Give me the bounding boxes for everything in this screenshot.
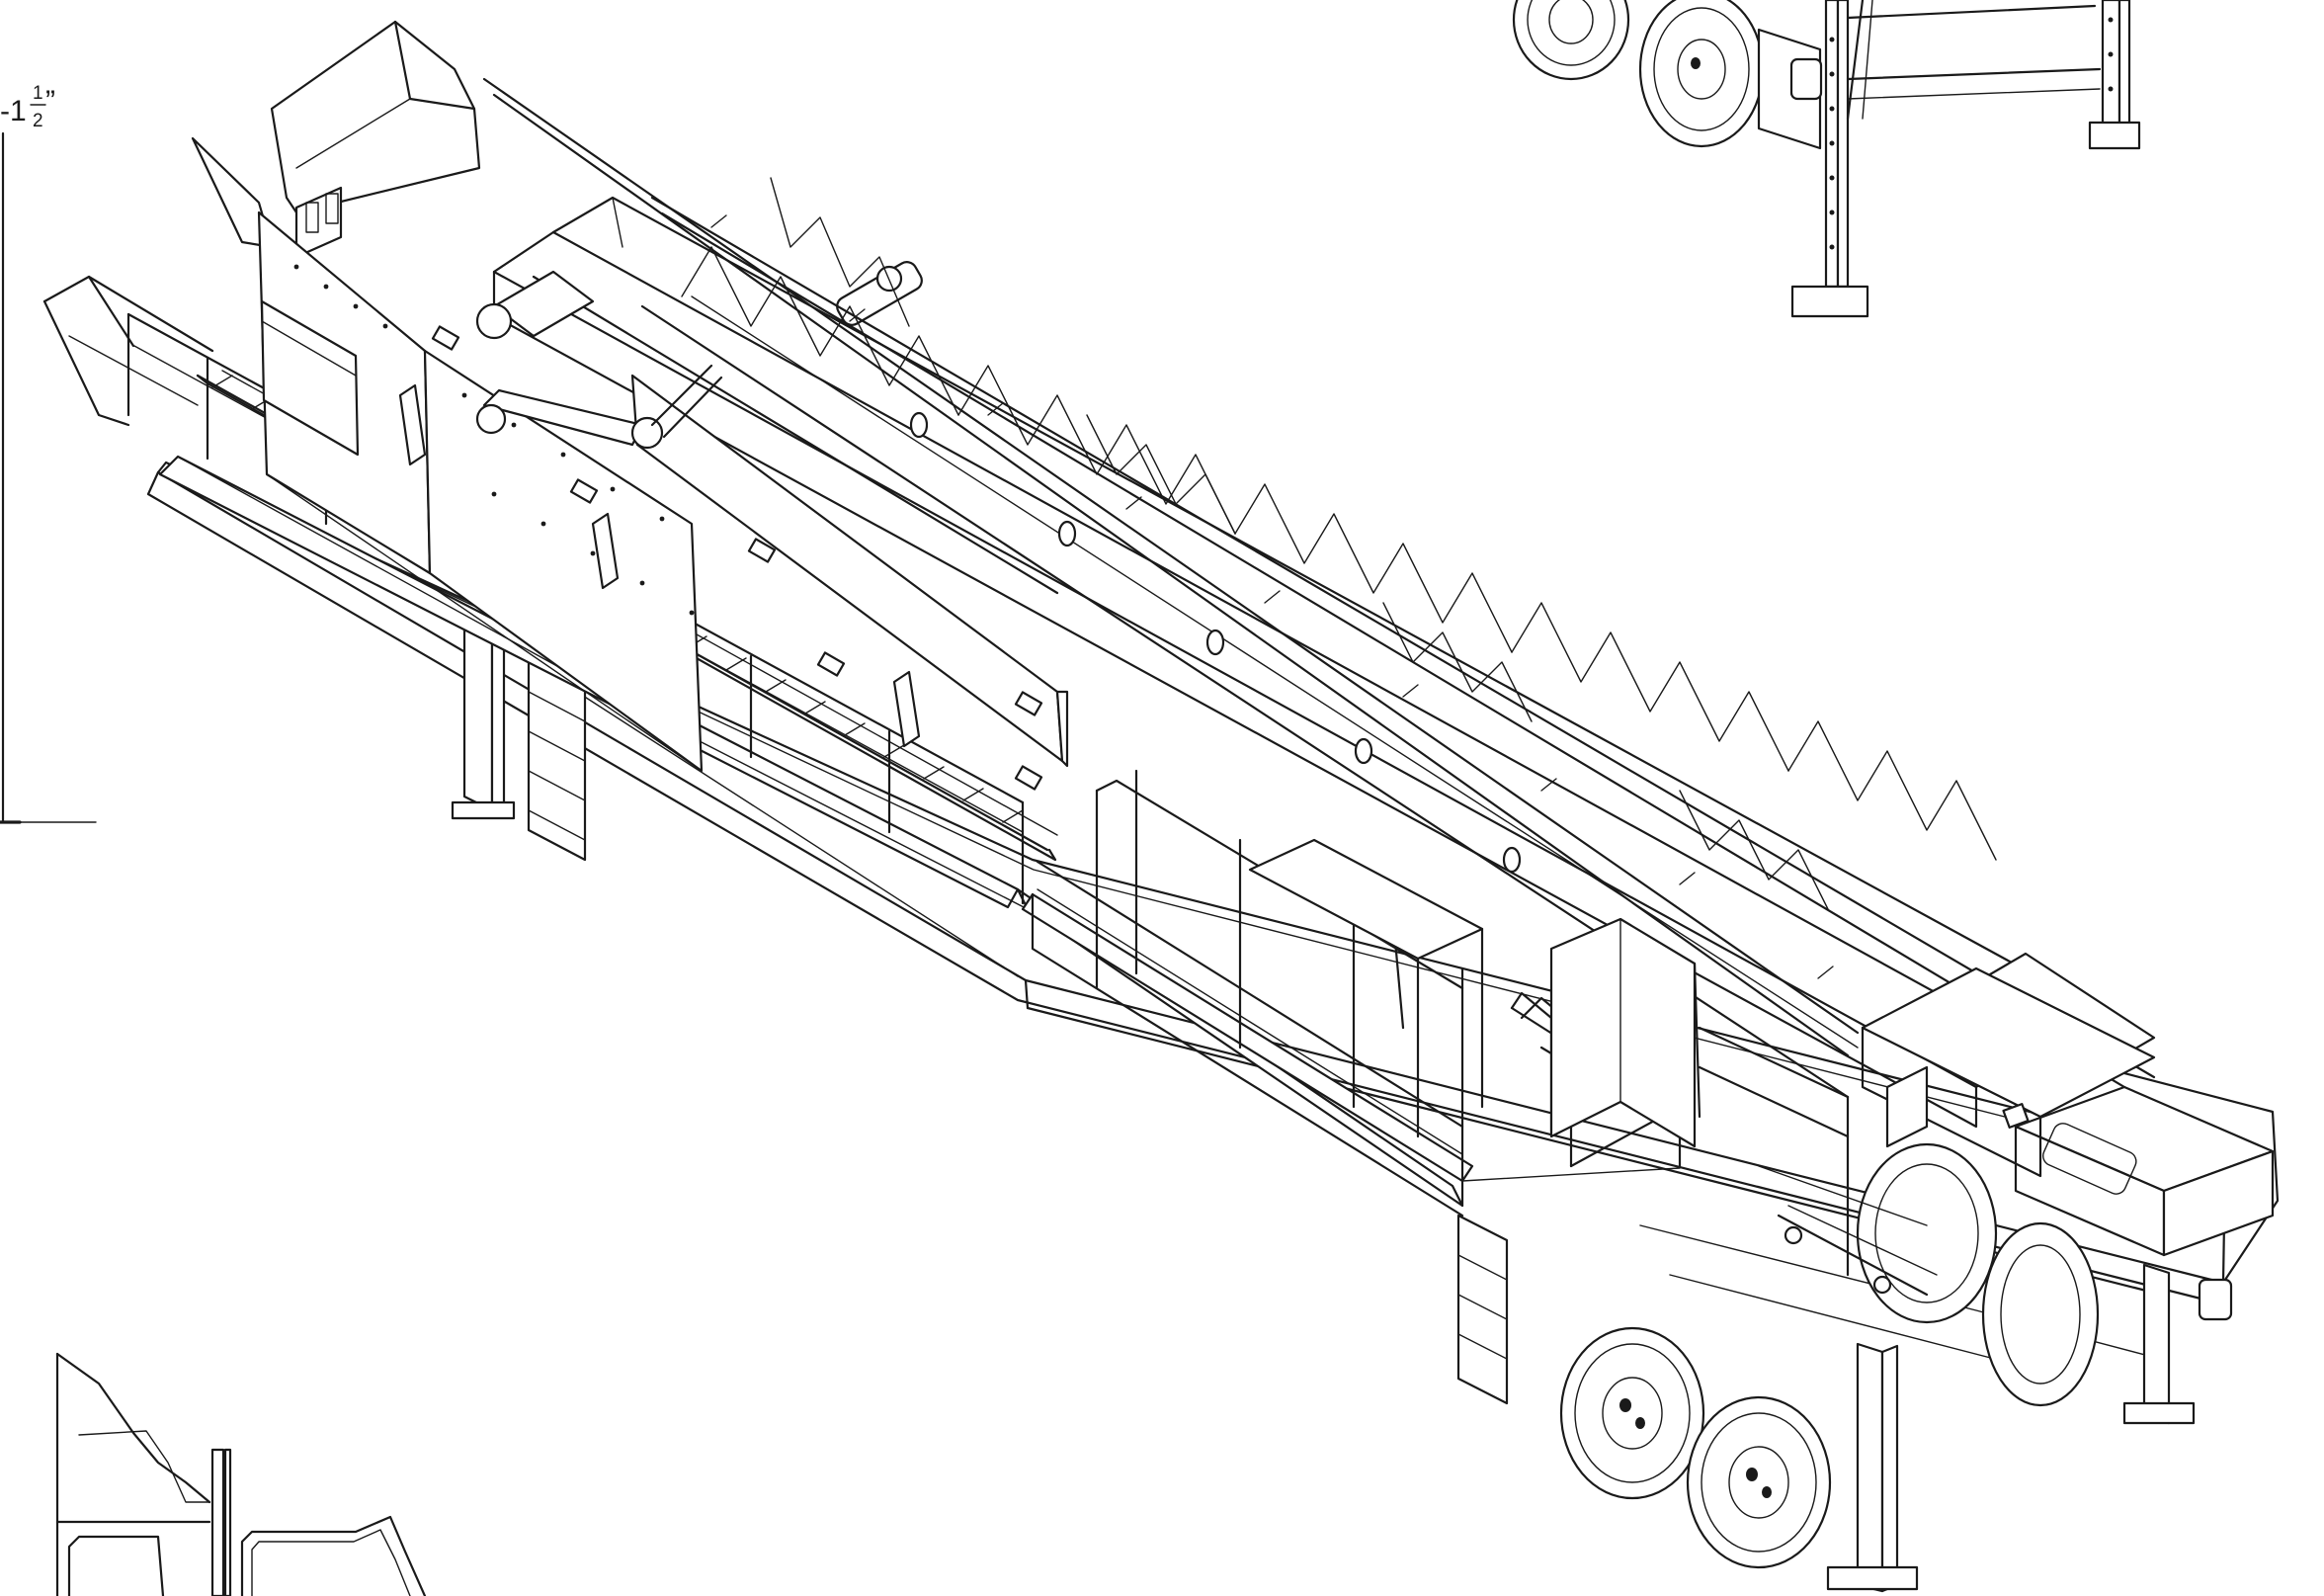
rear-frame-walls (1248, 838, 1938, 1297)
truck-cab (55, 1352, 427, 1596)
dimension-denominator: 2 (33, 111, 43, 131)
conveyor-truss (482, 77, 2156, 1101)
dimension-prefix: -1 (0, 95, 27, 127)
feed-hopper (191, 20, 704, 773)
front-support-legs (451, 611, 1509, 1405)
hydraulic-cylinder (475, 261, 923, 450)
screen-support-brackets (398, 383, 921, 748)
dimension-suffix: ” (45, 85, 55, 118)
truss-web (681, 177, 1997, 910)
dimension-numerator: 1 (33, 83, 43, 104)
hopper-rivets (293, 264, 695, 616)
screen-deck (398, 196, 2097, 1129)
head-drive-box (1861, 952, 2275, 1257)
background-trailer (1512, 0, 2141, 318)
front-wheel-group (1559, 1142, 2100, 1569)
screen-mounting-pads (431, 325, 1043, 791)
leg-holes-left (1829, 17, 2114, 250)
dimension-callout: -1 1 2 ” (0, 83, 97, 824)
